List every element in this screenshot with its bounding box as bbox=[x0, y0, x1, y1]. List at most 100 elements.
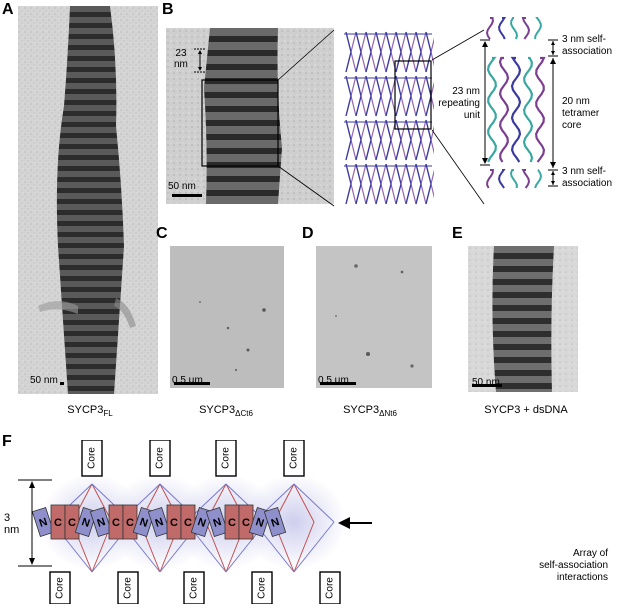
panel-c-micrograph bbox=[170, 246, 284, 388]
panel-d-caption: SYCP3ΔNt6 bbox=[330, 404, 410, 418]
panel-b-letter: B bbox=[162, 1, 174, 18]
n-domain: N bbox=[147, 506, 171, 538]
panel-a-scale-label: 50 nm bbox=[28, 375, 60, 386]
panel-b-core-label: 20 nm tetramer core bbox=[562, 96, 617, 132]
panel-f-array-line3: interactions bbox=[556, 572, 608, 583]
panel-c-caption: SYCP3ΔCt6 bbox=[186, 404, 266, 418]
panel-d-micrograph bbox=[316, 246, 432, 388]
svg-text:Core: Core bbox=[87, 447, 98, 469]
svg-text:C: C bbox=[126, 517, 134, 529]
svg-text:Core: Core bbox=[155, 447, 166, 469]
core-box-bottom-1: Core bbox=[49, 571, 71, 605]
core-box-bottom-4: Core bbox=[251, 571, 273, 605]
panel-e-letter: E bbox=[452, 225, 463, 242]
lattice-lines bbox=[344, 31, 437, 205]
panel-a-micrograph bbox=[18, 6, 158, 394]
panel-b-zoom-box bbox=[394, 60, 432, 130]
svg-text:N: N bbox=[138, 516, 149, 530]
c-domain: C bbox=[122, 504, 138, 540]
panel-b-scalebar bbox=[172, 194, 202, 197]
panel-b-top-self-line2: association bbox=[562, 46, 613, 57]
panel-c-scale-label: 0.5 μm bbox=[172, 375, 203, 386]
panel-b-period-unit: nm bbox=[174, 59, 188, 70]
c-domain: C bbox=[180, 504, 196, 540]
svg-text:C: C bbox=[54, 517, 62, 529]
svg-text:N: N bbox=[96, 516, 107, 530]
svg-text:C: C bbox=[170, 517, 178, 529]
c-domain: C bbox=[224, 504, 240, 540]
panel-e-scalebar bbox=[472, 384, 502, 387]
svg-text:C: C bbox=[68, 517, 76, 529]
helix-strands bbox=[485, 17, 546, 189]
svg-text:N: N bbox=[196, 516, 207, 530]
panel-a-caption: SYCP3FL bbox=[50, 404, 130, 418]
core-box-bottom-5: Core bbox=[319, 571, 341, 605]
panel-a-caption-main: SYCP3 bbox=[67, 404, 104, 416]
core-box-bottom-2: Core bbox=[117, 571, 139, 605]
panel-b-bottom-self-line1: 3 nm self- bbox=[562, 166, 606, 177]
n-domain: N bbox=[205, 506, 229, 538]
core-box-top-3: Core bbox=[215, 439, 237, 477]
array-pointer-arrow bbox=[338, 517, 372, 529]
n-domain: N bbox=[263, 506, 287, 538]
panel-b-bottom-self-line2: association bbox=[562, 178, 613, 189]
panel-f-array-line2: self-association bbox=[539, 560, 608, 571]
panel-b-helix-model bbox=[485, 14, 550, 206]
svg-text:Core: Core bbox=[257, 577, 268, 599]
panel-b-lattice-model bbox=[342, 28, 437, 206]
svg-text:N: N bbox=[38, 516, 49, 530]
panel-b-core-line1: 20 nm bbox=[562, 96, 590, 107]
c-domain: C bbox=[166, 504, 182, 540]
svg-text:C: C bbox=[242, 517, 250, 529]
panel-b-repeat-line2: repeating bbox=[438, 98, 480, 109]
panel-a-caption-sub: FL bbox=[103, 409, 113, 419]
panel-b-repeat-label: 23 nm repeating unit bbox=[436, 86, 480, 122]
panel-c-scalebar bbox=[174, 382, 210, 385]
core-box-bottom-3: Core bbox=[183, 571, 205, 605]
panel-f-array-label: Array of self-association interactions bbox=[508, 548, 608, 584]
panel-b-top-self-label: 3 nm self- association bbox=[562, 34, 612, 58]
panel-e-micrograph bbox=[468, 246, 578, 392]
panel-b-right-arrows bbox=[548, 39, 558, 187]
svg-text:N: N bbox=[80, 516, 91, 530]
svg-text:C: C bbox=[228, 517, 236, 529]
core-box-top-4: Core bbox=[283, 439, 305, 477]
c-domain: C bbox=[108, 504, 124, 540]
panel-b-period-number: 23 bbox=[175, 48, 187, 59]
panel-f-array-line1: Array of bbox=[572, 548, 608, 559]
panel-b-repeat-arrow bbox=[480, 39, 490, 166]
c-domain: C bbox=[238, 504, 254, 540]
panel-b-micrograph bbox=[166, 28, 334, 204]
height-bracket bbox=[18, 479, 52, 567]
c-domain: C bbox=[50, 504, 66, 540]
svg-text:Core: Core bbox=[221, 447, 232, 469]
svg-text:Core: Core bbox=[189, 577, 200, 599]
panel-b-bottom-self-label: 3 nm self- association bbox=[562, 166, 612, 190]
panel-e-scale-label: 50 nm bbox=[472, 377, 500, 388]
svg-text:N: N bbox=[154, 516, 165, 530]
panel-f-letter: F bbox=[2, 433, 12, 450]
svg-text:Core: Core bbox=[289, 447, 300, 469]
panel-b-scale-label: 50 nm bbox=[168, 181, 196, 192]
svg-text:N: N bbox=[212, 516, 223, 530]
panel-f-height-label: 3 nm bbox=[4, 512, 19, 536]
svg-text:Core: Core bbox=[55, 577, 66, 599]
panel-f-height-number: 3 bbox=[4, 512, 11, 524]
svg-text:Core: Core bbox=[325, 577, 336, 599]
panel-b-period-label: 23 nm bbox=[174, 48, 188, 70]
panel-b-period-bracket bbox=[194, 48, 206, 73]
svg-text:Core: Core bbox=[123, 577, 134, 599]
panel-d-caption-sub: ΔNt6 bbox=[379, 409, 397, 419]
panel-b-zoom-lines bbox=[277, 29, 335, 207]
panel-e-caption: SYCP3 + dsDNA bbox=[484, 404, 568, 416]
c-domain: C bbox=[64, 504, 80, 540]
panel-d-scale-label: 0.5 μm bbox=[318, 375, 349, 386]
panel-b-repeat-line3: unit bbox=[463, 110, 480, 121]
panel-d-letter: D bbox=[302, 225, 314, 242]
core-box-top-2: Core bbox=[149, 439, 171, 477]
panel-d-caption-main: SYCP3 bbox=[343, 404, 380, 416]
panel-b-core-line2: tetramer core bbox=[562, 108, 600, 131]
panel-f-height-unit: nm bbox=[4, 524, 20, 536]
